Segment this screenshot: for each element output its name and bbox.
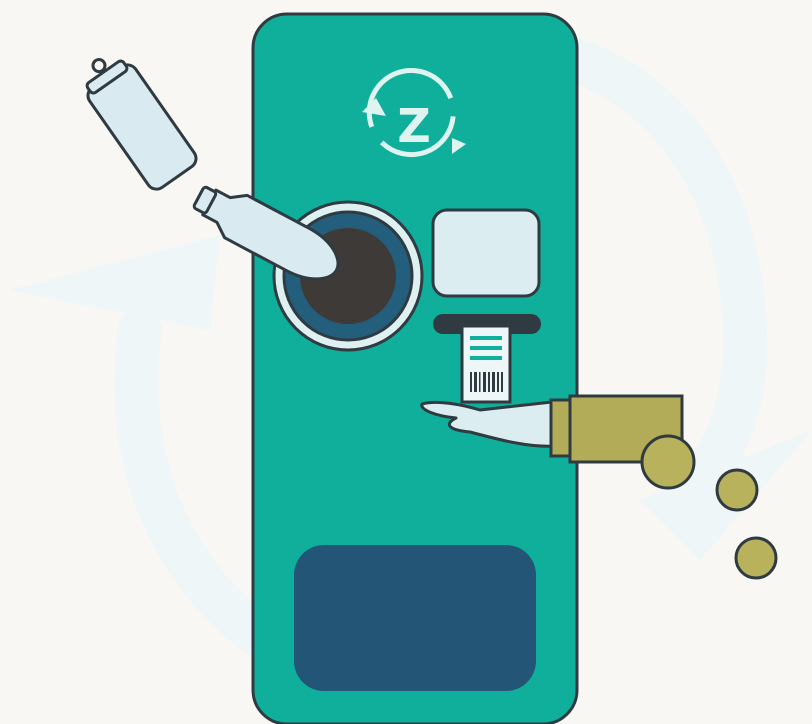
beverage-can-icon [73,45,200,193]
lower-collection-panel [294,545,536,691]
display-screen [433,210,539,296]
logo-letter: Z [397,99,430,153]
receipt-line [470,356,502,360]
coin-icon [642,436,694,488]
left-cycle-arrow-head [10,235,220,330]
receipt-line [470,336,502,340]
receipt-line [470,346,502,350]
coin-icon [717,470,757,510]
receipt[interactable] [462,326,510,402]
coin-icon [736,538,776,578]
